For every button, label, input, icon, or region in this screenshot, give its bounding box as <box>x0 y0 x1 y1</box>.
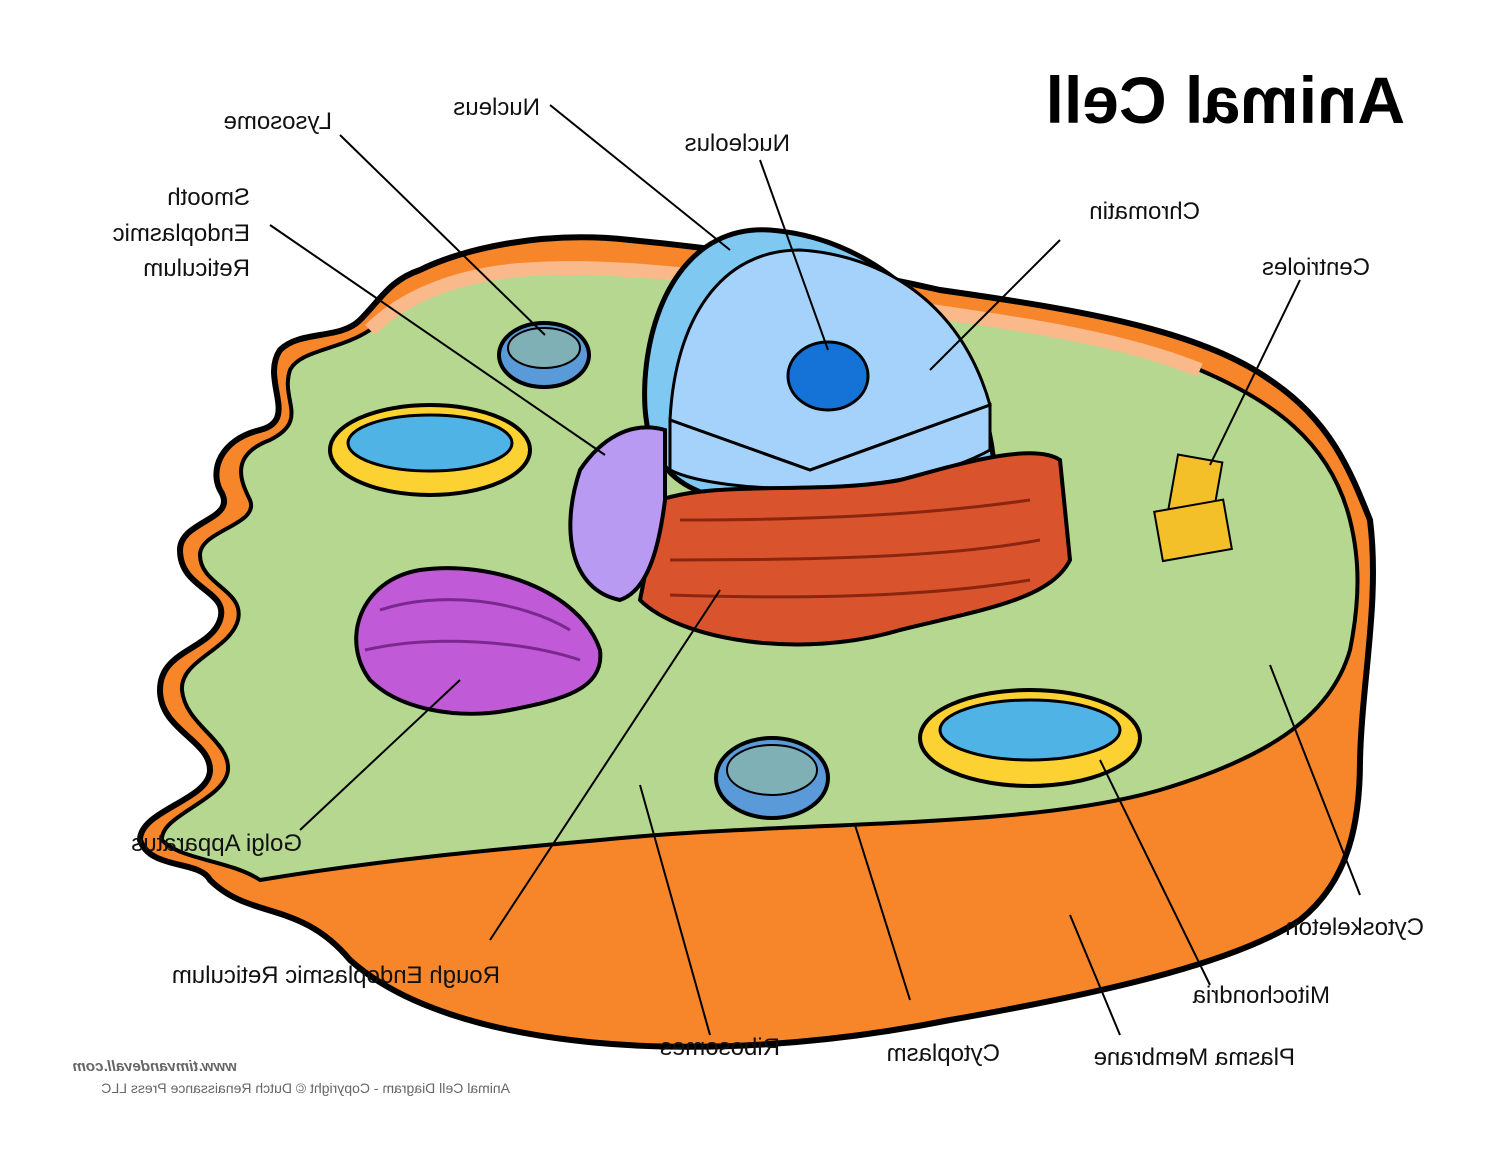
smooth-er <box>568 425 667 603</box>
page-title: Animal Cell <box>1045 63 1405 137</box>
label-rough-er: Rough Endoplasmic Reticulum <box>171 962 500 989</box>
centrioles <box>1153 453 1233 563</box>
label-chromatin: Chromatin <box>1089 198 1200 225</box>
label-golgi-apparatus: Golgi Apparatus <box>131 830 302 857</box>
leader-lines <box>269 104 1361 1036</box>
footer-copyright: Animal Cell Diagram - Copyright © Dutch … <box>101 1080 510 1096</box>
label-ribosomes: Ribosomes <box>659 1034 780 1061</box>
mitochondrion-left <box>328 403 532 497</box>
lysosome-bottom <box>714 736 830 820</box>
label-centrioles: Centrioles <box>1261 254 1370 281</box>
label-nucleolus: Nucleolus <box>684 130 790 157</box>
nucleolus <box>786 340 870 412</box>
mitochondrion-right <box>918 688 1142 788</box>
rough-er <box>637 451 1073 647</box>
footer-website: www.timvandevall.com <box>72 1058 238 1075</box>
label-smooth-er-3: Reticulum <box>143 255 250 282</box>
nucleus <box>642 227 998 508</box>
label-smooth-er-1: Smooth <box>167 184 250 211</box>
label-mitochondria: Mitochondria <box>1192 982 1330 1009</box>
label-plasma-membrane: Plasma Membrane <box>1093 1044 1295 1071</box>
label-cytoskeleton: Cytoskeleton <box>1285 914 1424 941</box>
golgi-apparatus <box>354 566 603 716</box>
label-nucleus: Nucleus <box>453 94 540 121</box>
label-smooth-er-2: Endoplasmic <box>112 220 250 247</box>
lysosome-top <box>497 321 591 389</box>
label-cytoplasm: Cytoplasm <box>886 1040 1000 1067</box>
label-lysosome: Lysosome <box>223 108 333 135</box>
